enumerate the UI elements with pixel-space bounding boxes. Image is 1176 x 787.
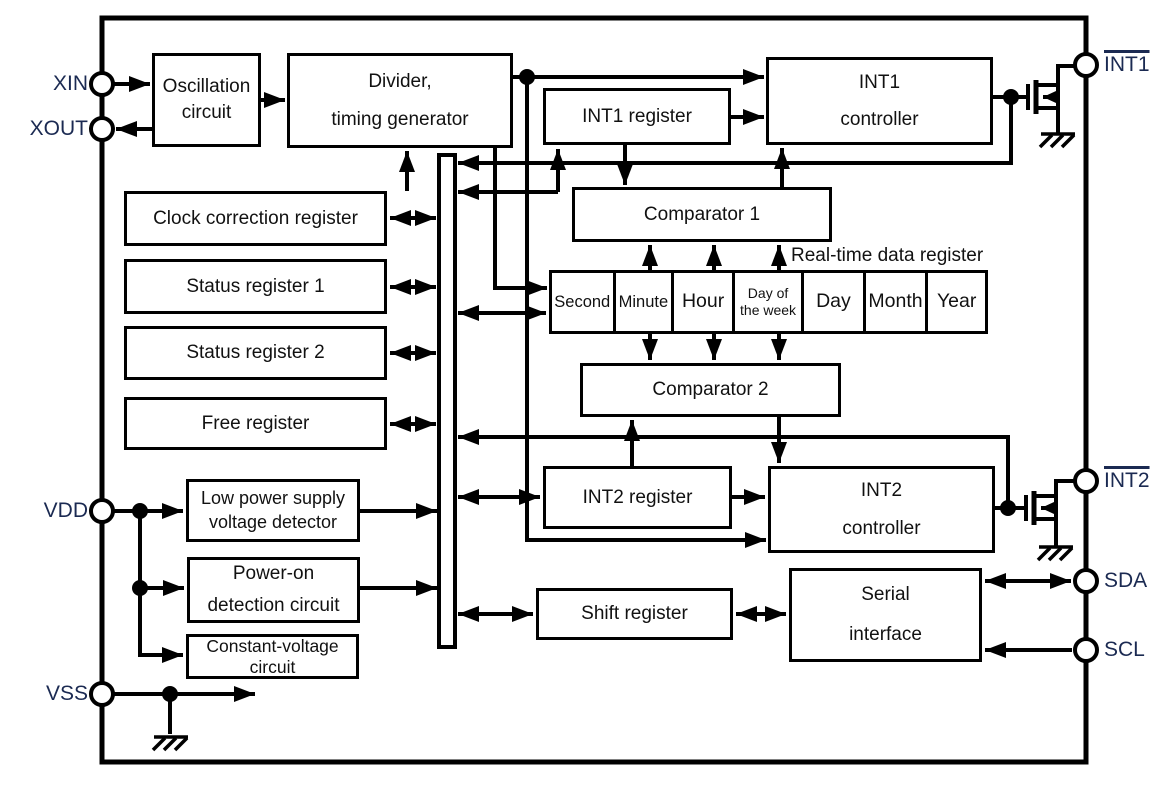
block-status-register-1: Status register 1 (124, 259, 387, 314)
pin-label-vss: VSS (45, 682, 88, 705)
rtc-cell-year: Year (936, 290, 977, 313)
block-int2-controller: INT2 controller (768, 466, 995, 553)
pin-int1-terminal (1073, 52, 1099, 78)
block-int2-register: INT2 register (543, 466, 732, 529)
block-int1-register: INT1 register (543, 88, 731, 145)
rtc-cell-month: Month (866, 273, 929, 331)
block-shift-register: Shift register (536, 588, 733, 640)
rtc-cell-hour: Hour (674, 273, 735, 331)
block-oscillation-circuit: Oscillation circuit (152, 53, 261, 147)
block-comparator-2: Comparator 2 (580, 363, 841, 417)
pin-vss-terminal (89, 681, 115, 707)
chip-outline (99, 15, 1089, 765)
pin-sda-terminal (1073, 568, 1099, 594)
pin-terminals (89, 52, 1099, 707)
pin-label-vdd: VDD (43, 499, 88, 522)
pin-vdd-terminal (89, 498, 115, 524)
pin-label-scl: SCL (1104, 638, 1145, 661)
block-constant-voltage-circuit: Constant-voltage circuit (186, 634, 359, 679)
ground-symbol-int2 (1036, 545, 1075, 562)
pin-scl-terminal (1073, 637, 1099, 663)
pin-xin-terminal (89, 71, 115, 97)
block-status-register-2: Status register 2 (124, 326, 387, 380)
pin-label-int1: INT1 (1104, 53, 1150, 76)
rtc-cell-day-of-week: Day of the week (735, 273, 805, 331)
junction-dots (132, 69, 1019, 702)
pin-int2-terminal (1073, 468, 1099, 494)
block-power-on-detection-circuit: Power-on detection circuit (187, 557, 360, 623)
ground-symbol-int1 (1038, 132, 1077, 149)
internal-bus-bar (437, 153, 457, 649)
rtc-cell-minute: Minute (616, 273, 675, 331)
block-clock-correction-register: Clock correction register (124, 191, 387, 246)
block-comparator-1: Comparator 1 (572, 187, 832, 242)
block-free-register: Free register (124, 397, 387, 450)
pin-label-xin: XIN (52, 72, 88, 95)
rtc-cell-second: Second (552, 273, 616, 331)
block-low-power-supply-voltage-detector: Low power supply voltage detector (186, 479, 360, 542)
signal-wires (114, 69, 1072, 734)
rtc-cell-day: Day (804, 273, 866, 331)
block-divider-timing-generator: Divider, timing generator (287, 53, 513, 148)
pin-label-xout: XOUT (29, 117, 88, 140)
block-int1-controller: INT1 controller (766, 57, 993, 145)
real-time-data-register-label: Real-time data register (791, 245, 984, 266)
pin-label-int2: INT2 (1104, 469, 1150, 492)
block-serial-interface: Serial interface (789, 568, 982, 662)
block-real-time-data-register: Second Minute Hour Day of the week Day M… (549, 270, 988, 334)
pin-xout-terminal (89, 116, 115, 142)
ground-symbol-vss (151, 735, 190, 752)
pin-label-sda: SDA (1104, 569, 1148, 592)
